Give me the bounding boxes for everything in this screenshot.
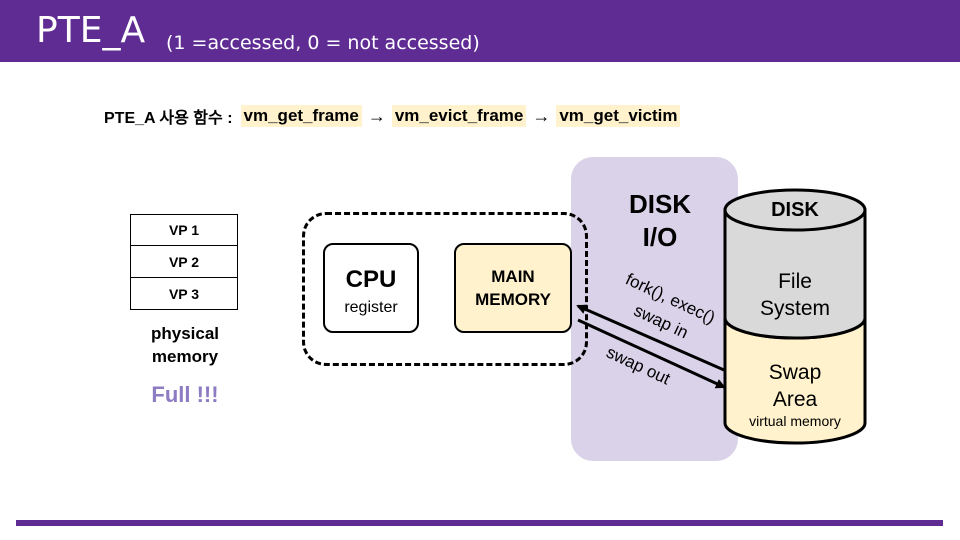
disk-io-label-line2: I/O bbox=[642, 222, 678, 252]
swap-area-label-line2: Area bbox=[772, 388, 818, 411]
right-arrow-icon: → bbox=[367, 105, 386, 126]
physical-memory-stack: VP 1 VP 2 VP 3 bbox=[130, 214, 238, 310]
physical-memory-label-line1: physical bbox=[150, 324, 220, 343]
slide-subtitle: (1 =accessed, 0 = not accessed) bbox=[166, 32, 480, 54]
disk-io-label-line1: DISK bbox=[628, 189, 692, 219]
file-system-label: File System bbox=[725, 268, 865, 322]
virtual-page-3: VP 3 bbox=[130, 278, 238, 310]
disk-cylinder bbox=[723, 188, 867, 445]
function-list: PTE_A 사용 함수 : vm_get_frame → vm_evict_fr… bbox=[104, 104, 681, 128]
header-bar: PTE_A (1 =accessed, 0 = not accessed) bbox=[0, 0, 960, 62]
swap-area-label-line1: Swap bbox=[768, 361, 822, 384]
cpu-subtitle: register bbox=[344, 299, 398, 316]
cpu-title: CPU bbox=[345, 266, 397, 293]
main-memory-line2: MEMORY bbox=[475, 290, 551, 309]
file-system-section bbox=[723, 208, 867, 340]
disk-top-ellipse bbox=[723, 188, 867, 232]
file-system-label-line1: File bbox=[778, 270, 812, 293]
footer-line bbox=[16, 520, 943, 526]
slide-title: PTE_A bbox=[36, 10, 146, 51]
function-vm-get-victim: vm_get_victim bbox=[556, 105, 681, 127]
swap-area-label: Swap Area bbox=[725, 359, 865, 413]
right-arrow-icon: → bbox=[532, 105, 551, 126]
virtual-page-1: VP 1 bbox=[130, 214, 238, 246]
function-list-label: PTE_A 사용 함수 : bbox=[104, 110, 233, 127]
swap-in-arrow bbox=[576, 304, 725, 372]
physical-memory-label: physical memory bbox=[120, 322, 250, 368]
function-vm-get-frame: vm_get_frame bbox=[240, 105, 362, 127]
physical-memory-label-line2: memory bbox=[151, 347, 219, 366]
file-system-label-line2: System bbox=[759, 297, 830, 320]
main-memory-box: MAIN MEMORY bbox=[454, 243, 572, 333]
function-vm-evict-frame: vm_evict_frame bbox=[391, 105, 527, 127]
cpu-box: CPU register bbox=[323, 243, 419, 333]
disk-io-region bbox=[571, 157, 738, 461]
memory-full-status: Full !!! bbox=[151, 382, 219, 407]
main-memory-line1: MAIN bbox=[491, 267, 535, 286]
disk-title: DISK bbox=[771, 199, 819, 221]
virtual-memory-label: virtual memory bbox=[749, 413, 841, 429]
swap-out-arrow bbox=[577, 318, 726, 389]
virtual-page-2: VP 2 bbox=[130, 246, 238, 278]
disk-io-label: DISK I/O bbox=[600, 188, 720, 254]
system-boundary bbox=[302, 212, 588, 366]
